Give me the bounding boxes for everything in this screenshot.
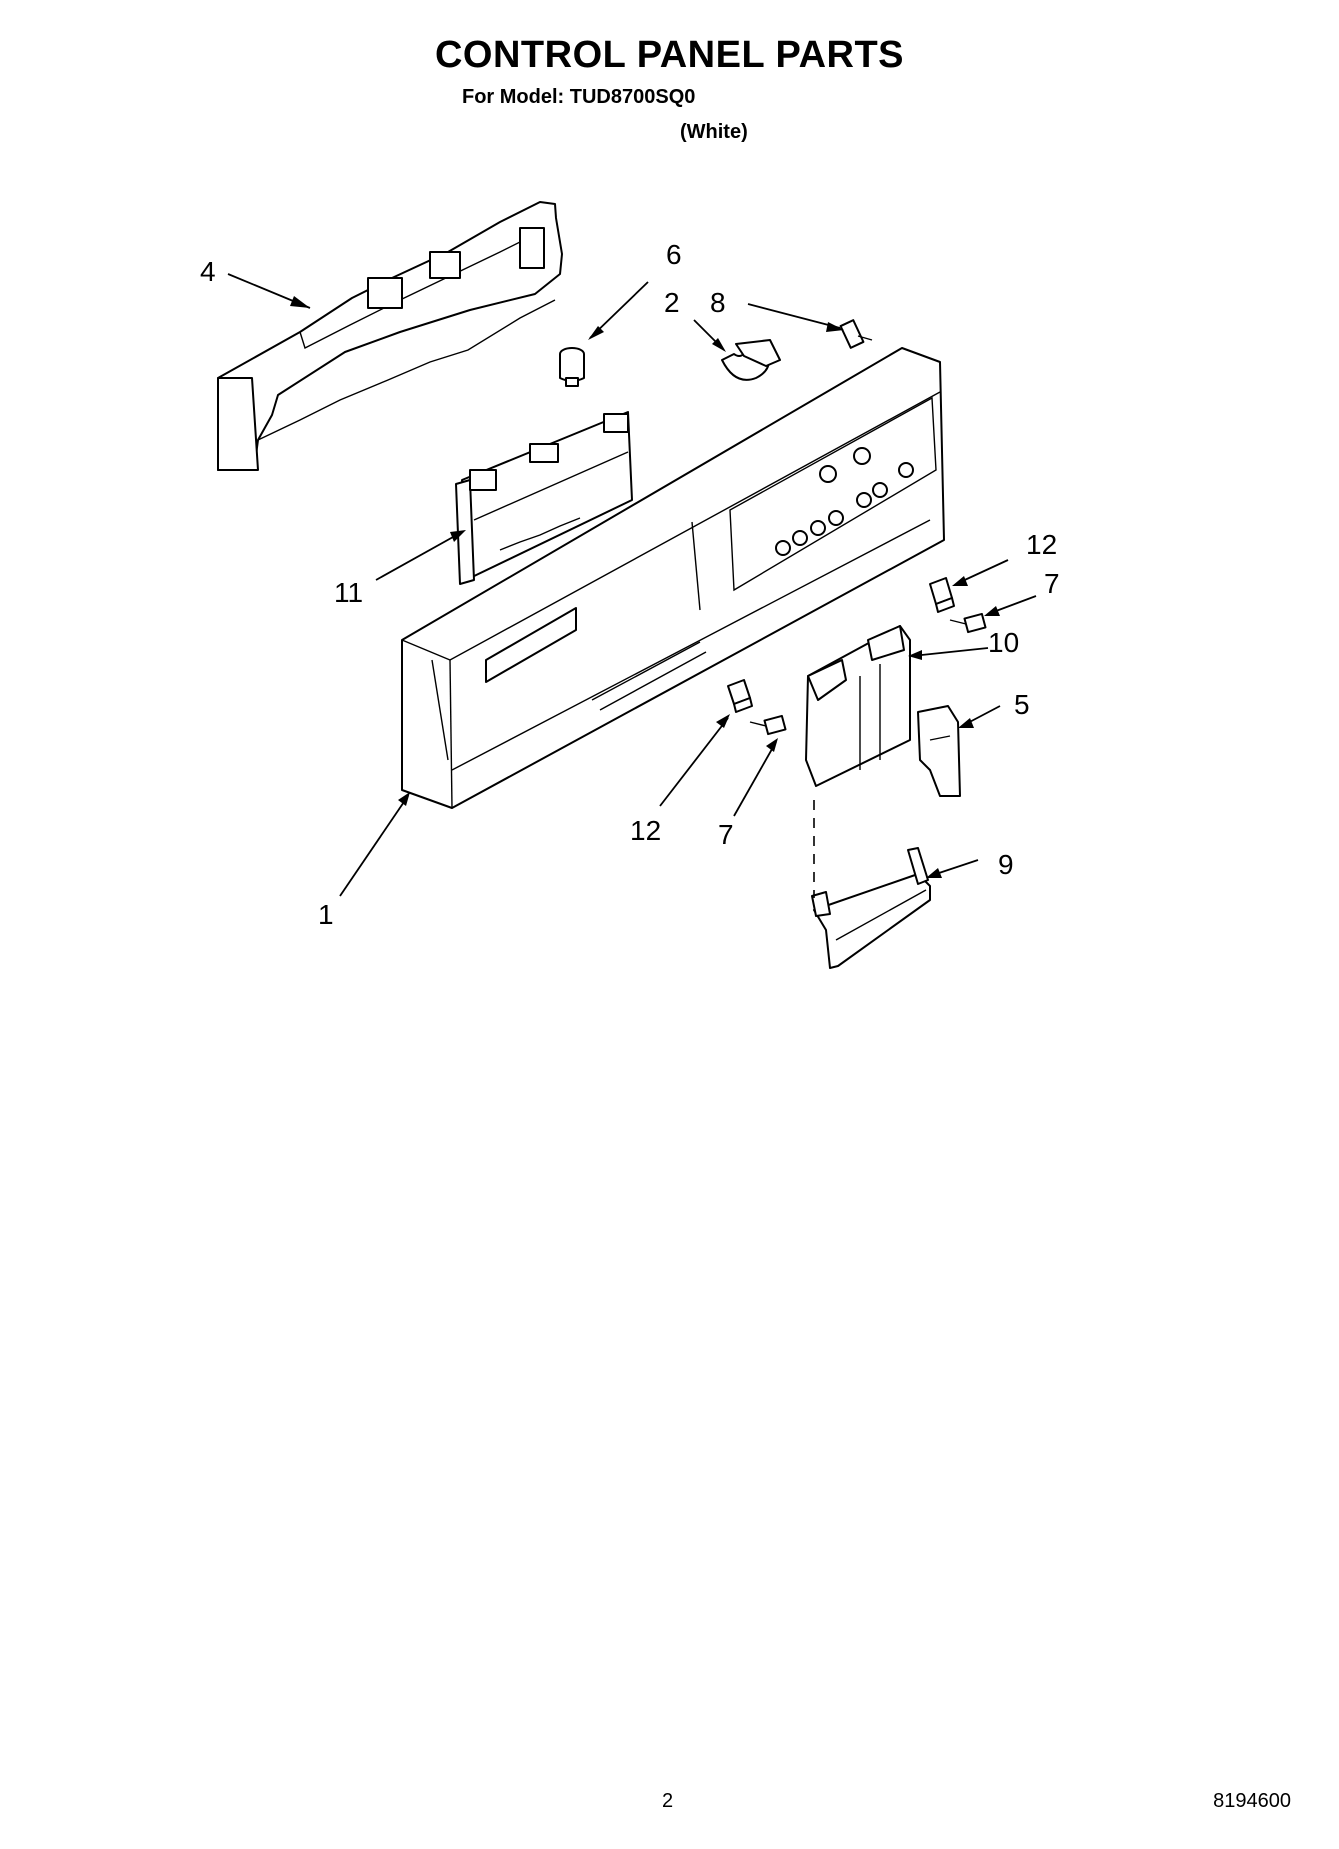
color-line: (White) — [680, 121, 748, 143]
callout-7-upper: 7 — [1044, 568, 1060, 599]
callout-8: 8 — [710, 287, 726, 318]
part-11-control-board — [455, 411, 633, 585]
callout-9: 9 — [998, 849, 1014, 880]
callout-7-lower: 7 — [718, 819, 734, 850]
callout-1: 1 — [318, 899, 334, 930]
callout-5: 5 — [1014, 689, 1030, 720]
part-4-control-housing — [217, 201, 563, 471]
callout-numbers: 4 6 2 8 11 12 7 10 5 12 7 9 1 — [200, 239, 1060, 930]
model-line: For Model: TUD8700SQ0 — [462, 86, 696, 108]
part-5-side-bracket — [917, 705, 961, 797]
part-7-screw-lower — [749, 714, 787, 736]
part-2-clip — [721, 339, 781, 381]
part-12-cap-lower — [727, 679, 753, 713]
part-8-screw — [839, 319, 873, 349]
part-9-lower-bracket — [811, 847, 931, 969]
callout-2: 2 — [664, 287, 680, 318]
part-10-bracket — [805, 625, 911, 787]
callout-4: 4 — [200, 256, 216, 287]
callout-12-lower: 12 — [630, 815, 661, 846]
document-number: 8194600 — [1213, 1790, 1291, 1812]
part-7-screw-upper — [949, 612, 987, 634]
callout-10: 10 — [988, 627, 1019, 658]
callout-12-upper: 12 — [1026, 529, 1057, 560]
leader-lines — [227, 273, 1037, 897]
callout-6: 6 — [666, 239, 682, 270]
page-title: CONTROL PANEL PARTS — [434, 34, 905, 76]
callout-11: 11 — [334, 577, 363, 608]
part-1-console-panel — [401, 347, 945, 809]
page-number: 2 — [662, 1790, 674, 1812]
part-6-cap — [559, 347, 585, 387]
part-12-cap-upper — [929, 577, 955, 613]
